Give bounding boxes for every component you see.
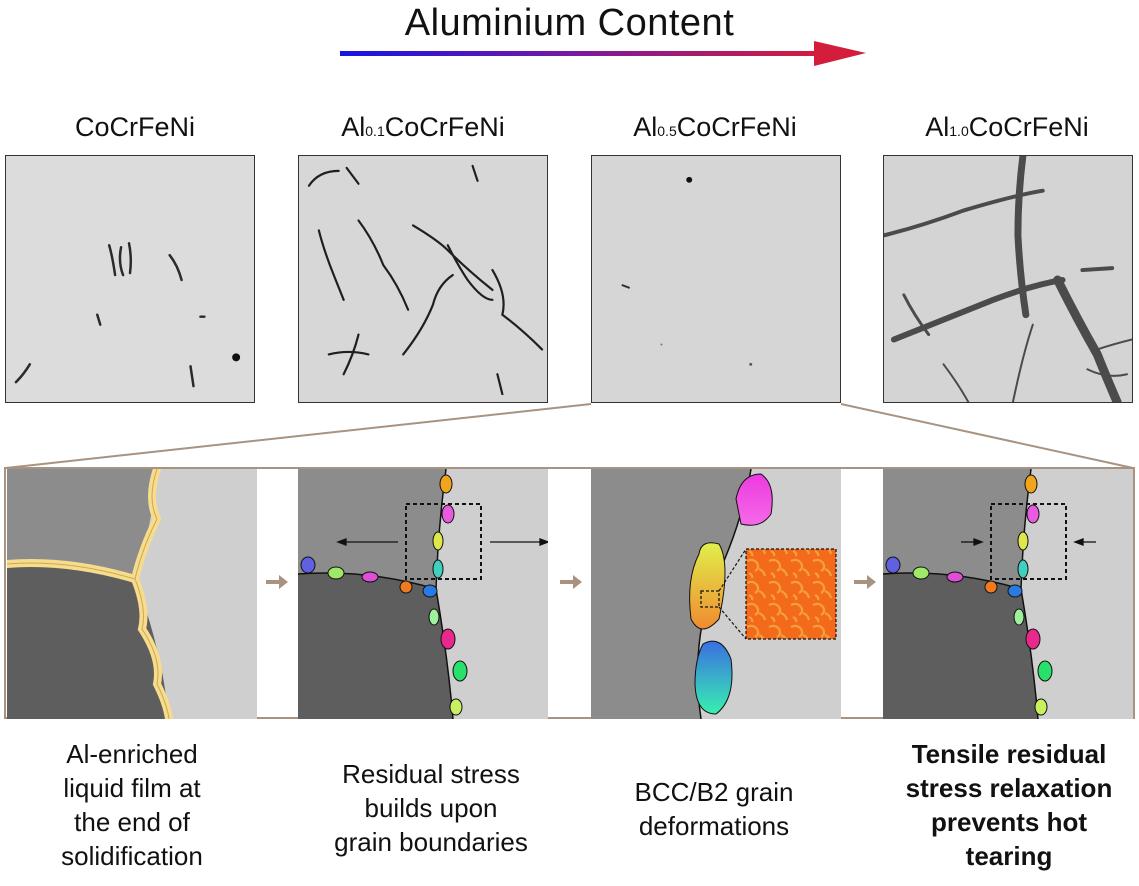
composition-label-3: Al0.5CoCrFeNi (633, 112, 797, 142)
step-arrow-3 (854, 575, 876, 589)
caption-residual-stress: Residual stress builds upon grain bounda… (334, 759, 528, 857)
micrograph-al01 (298, 155, 548, 403)
schematic-liquid-film (7, 469, 257, 719)
schematic-bcc-b2 (591, 469, 841, 719)
figure-title: Aluminium Content (404, 2, 735, 44)
composition-label-4: Al1.0CoCrFeNi (925, 112, 1089, 142)
step-arrow-1 (266, 575, 288, 589)
composition-label-2: Al0.1CoCrFeNi (341, 112, 505, 142)
zoom-lines (5, 403, 1134, 469)
micrograph-cocrfeni (5, 155, 255, 403)
caption-bcc-b2: BCC/B2 grain deformations (634, 777, 794, 841)
composition-label-1: CoCrFeNi (74, 112, 195, 142)
gradient-arrow (340, 41, 866, 66)
micrograph-al05 (591, 155, 841, 403)
caption-stress-relaxation: Tensile residual stress relaxation preve… (905, 739, 1113, 871)
schematic-stress-relaxation (883, 469, 1133, 719)
schematic-residual-stress (298, 469, 548, 719)
caption-liquid-film: Al-enriched liquid film at the end of so… (61, 739, 203, 871)
step-arrow-2 (560, 575, 582, 589)
micrograph-al10 (883, 155, 1133, 403)
